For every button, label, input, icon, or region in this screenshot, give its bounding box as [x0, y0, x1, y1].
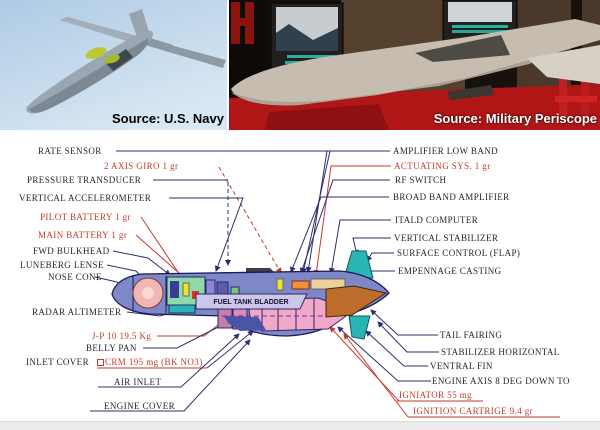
leader-broad-band-amplifier [290, 196, 389, 273]
photo-right-caption: Source: Military Periscope [433, 111, 597, 126]
leader-inlet-cover [206, 330, 254, 369]
small-yellow-box [276, 278, 284, 291]
label-surface-control-flap: SURFACE CONTROL (FLAP) [397, 248, 521, 258]
label-nose-cone: NOSE CONE [48, 272, 102, 282]
leader-actuating-sys [313, 165, 391, 276]
label-rf-switch: RF SWITCH [395, 175, 447, 185]
label-luneberg-lense: LUNEBERG LENSE [20, 260, 104, 270]
missile-photo-illustration [229, 0, 600, 130]
leader-amplifier-low-band [305, 150, 390, 273]
leader-belly-pan [143, 319, 233, 349]
tail-fairing [325, 285, 388, 318]
leader-rf-switch [299, 179, 390, 274]
leader-ignition-cartrige [343, 333, 409, 418]
leader-air-inlet [98, 333, 240, 388]
label-ventral-fin: VENTRAL FIN [430, 361, 493, 371]
luneberg-lens-core [142, 287, 154, 299]
label-inlet-cover: INLET COVER [26, 357, 89, 367]
label-pilot-battery: PILOT BATTERY 1 gr [40, 212, 131, 222]
bottom-strip [0, 421, 600, 430]
label-broad-band-amplifier: BROAD BAND AMPLIFIER [393, 192, 510, 202]
leader-fwd-bulkhead [112, 250, 171, 276]
avionics-box [170, 281, 179, 298]
label-jp10: J-P 10 19.5 Kg [92, 331, 152, 341]
leader-vertical-stabilizer [352, 237, 391, 256]
fuel-tank-label: FUEL TANK BLADDER [213, 299, 288, 306]
label-engine-cover: ENGINE COVER [104, 401, 176, 411]
fuel-tank-bladder [195, 293, 308, 310]
photo-left-caption: Source: U.S. Navy [112, 111, 224, 126]
leader-pilot-battery [140, 216, 185, 282]
label-empennage-casting: EMPENNAGE CASTING [398, 266, 502, 276]
ventral-fin [348, 315, 371, 340]
label-main-battery: MAIN BATTERY 1 gr [38, 230, 128, 240]
leader-igniator [329, 326, 400, 402]
label-rate-sensor: RATE SENSOR [38, 146, 102, 156]
leader-itald-computer [328, 219, 391, 274]
radar-altimeter [168, 304, 196, 314]
top-antenna [246, 268, 274, 272]
label-crm: CRM 195 mg (BK NO3) [97, 357, 203, 367]
itald-cutaway-diagram: FUEL TANK BLADDER RATE SENSOR 2 AXIS GIR… [0, 130, 600, 421]
label-pressure-transducer: PRESSURE TRANSDUCER [27, 175, 142, 185]
leader-vertical-accelerometer [169, 197, 244, 272]
label-engine-axis: ENGINE AXIS 8 DEG DOWN TO [432, 376, 570, 386]
label-crm-text: CRM 195 mg (BK NO3) [105, 357, 203, 367]
leader-tail-fairing [370, 309, 438, 336]
label-vertical-accelerometer: VERTICAL ACCELEROMETER [19, 193, 152, 203]
leader-stabilizer-horizontal [377, 321, 439, 353]
label-stabilizer-horizontal: STABILIZER HORIZONTAL [441, 347, 560, 357]
label-2-axis-giro: 2 AXIS GIRO 1 gr [104, 161, 179, 171]
pilot-battery [182, 282, 190, 297]
photo-military-periscope: Source: Military Periscope [229, 0, 600, 130]
leader-engine-axis [337, 326, 431, 382]
label-air-inlet: AIR INLET [114, 377, 162, 387]
label-tail-fairing: TAIL FAIRING [440, 330, 503, 340]
label-ignition-cartrige: IGNITION CARTRIGE 9.4 gr [413, 406, 534, 416]
leader-engine-cover [90, 339, 251, 412]
label-belly-pan: BELLY PAN [86, 343, 137, 353]
leader-surface-control [366, 252, 394, 262]
label-fwd-bulkhead: FWD BULKHEAD [33, 246, 110, 256]
drone-photo-illustration [0, 0, 227, 130]
small-orange-box [291, 280, 310, 290]
label-vertical-stabilizer: VERTICAL STABILIZER [394, 233, 499, 243]
label-itald-computer: ITALD COMPUTER [395, 215, 479, 225]
label-amplifier-low-band: AMPLIFIER LOW BAND [393, 146, 499, 156]
diagram-canvas: FUEL TANK BLADDER [90, 150, 560, 418]
leader-ventral-fin [365, 330, 428, 367]
label-radar-altimeter: RADAR ALTIMETER [32, 307, 122, 317]
label-actuating-sys: ACTUATING SYS. 1 gr [394, 161, 491, 171]
crm-square-icon [97, 358, 104, 366]
air-inlet [224, 316, 266, 331]
photo-us-navy: Source: U.S. Navy [0, 0, 227, 130]
label-igniator: IGNIATOR 55 mg [399, 390, 472, 400]
